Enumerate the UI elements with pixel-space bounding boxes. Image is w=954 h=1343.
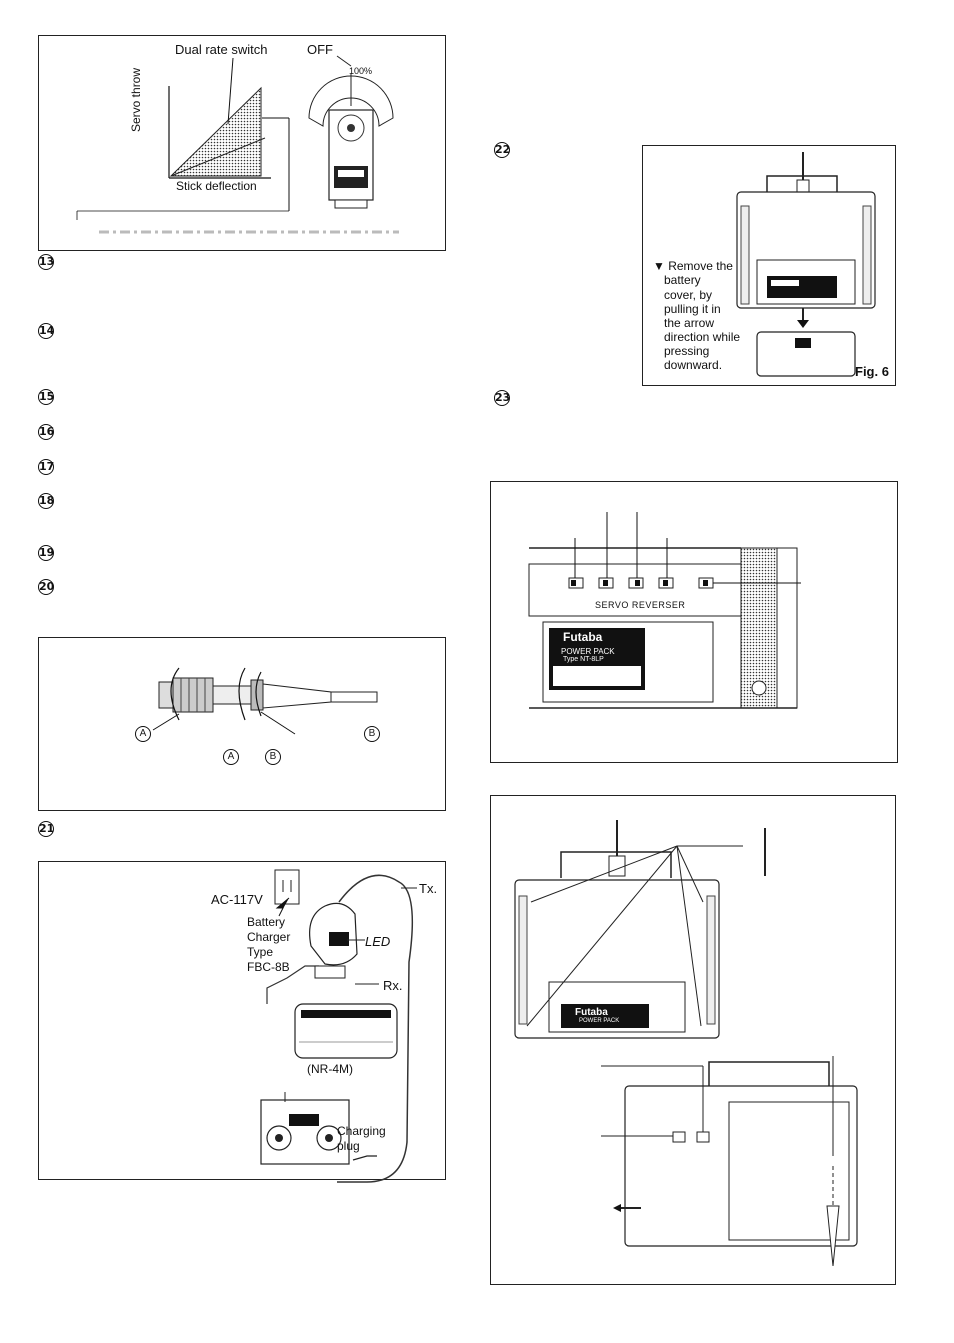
label-b-right: B — [364, 726, 380, 742]
stick-deflection-axis-label: Stick deflection — [176, 179, 257, 193]
marker-22: 22 — [494, 142, 511, 158]
percent-label: 100% — [349, 66, 373, 76]
label-a-center: A — [223, 749, 239, 765]
fig6-caption-line-8: downward. — [664, 358, 723, 372]
pack-label: (NR-4M) — [307, 1062, 353, 1076]
fig6-drawing — [736, 152, 876, 377]
charger-drawing — [260, 869, 417, 1183]
fig6-label: Fig. 6 — [855, 364, 889, 379]
marker-21: 21 — [38, 821, 55, 837]
charger-line-4: FBC-8B — [247, 960, 290, 974]
reverser-pack-type: Type NT-8LP — [563, 656, 604, 663]
tx-label: Tx. — [419, 881, 438, 896]
servo-reverser-label: SERVO REVERSER — [595, 600, 686, 610]
charger-line-1: Battery — [247, 915, 286, 929]
fig6-caption-line-6: direction while — [664, 330, 741, 344]
led-label: LED — [365, 934, 391, 949]
tx-back-pack-title: POWER PACK — [579, 1018, 620, 1024]
marker-23: 23 — [494, 390, 511, 406]
fig6-caption-line-5: the arrow — [664, 316, 715, 330]
charger-figure: AC-117V Tx. Battery Charger Type FBC-8B … — [38, 861, 446, 1183]
servo-reverser-figure: SERVO REVERSER Futaba POWER PACK Type NT… — [490, 481, 898, 763]
marker-20: 20 — [38, 579, 55, 595]
fig6-caption-line-1: ▼ Remove the — [653, 259, 733, 273]
reverser-brand: Futaba — [563, 630, 603, 644]
marker-18: 18 — [38, 493, 55, 509]
transmitter-back-drawing — [514, 820, 858, 1267]
fig6-caption-line-3: cover, by — [664, 288, 713, 302]
marker-15: 15 — [38, 389, 55, 405]
dual-rate-figure: Dual rate switch OFF 100% Servo throw St… — [38, 35, 446, 251]
charger-line-3: Type — [247, 945, 274, 959]
charging-plug-line-1: Charging — [337, 1124, 386, 1138]
fig6-caption-line-4: pulling it in — [664, 302, 721, 316]
dual-rate-switch-label: Dual rate switch — [175, 42, 268, 57]
ac-voltage-label: AC-117V — [211, 892, 263, 907]
rx-label: Rx. — [383, 978, 403, 993]
transmitter-back-figure: Futaba POWER PACK — [490, 795, 896, 1285]
connector-figure: A B A B — [38, 637, 446, 811]
fig6-caption-line-7: pressing — [664, 344, 710, 358]
reverser-pack-title: POWER PACK — [561, 647, 615, 656]
marker-17: 17 — [38, 459, 55, 475]
connector-drawing — [152, 667, 378, 735]
marker-16: 16 — [38, 424, 55, 440]
label-b-center: B — [265, 749, 281, 765]
charger-line-2: Charger — [247, 930, 291, 944]
off-label: OFF — [307, 42, 333, 57]
servo-reverser-drawing — [528, 512, 801, 709]
marker-13: 13 — [38, 254, 55, 270]
fig6-figure: ▼ Remove the battery cover, by pulling i… — [642, 145, 896, 386]
dual-rate-graph — [76, 55, 399, 234]
marker-19: 19 — [38, 545, 55, 561]
fig6-caption-line-2: battery — [664, 273, 701, 287]
tx-back-brand: Futaba — [575, 1007, 608, 1018]
label-a-left: A — [135, 726, 151, 742]
charging-plug-line-2: plug — [337, 1139, 360, 1153]
marker-14: 14 — [38, 323, 55, 339]
